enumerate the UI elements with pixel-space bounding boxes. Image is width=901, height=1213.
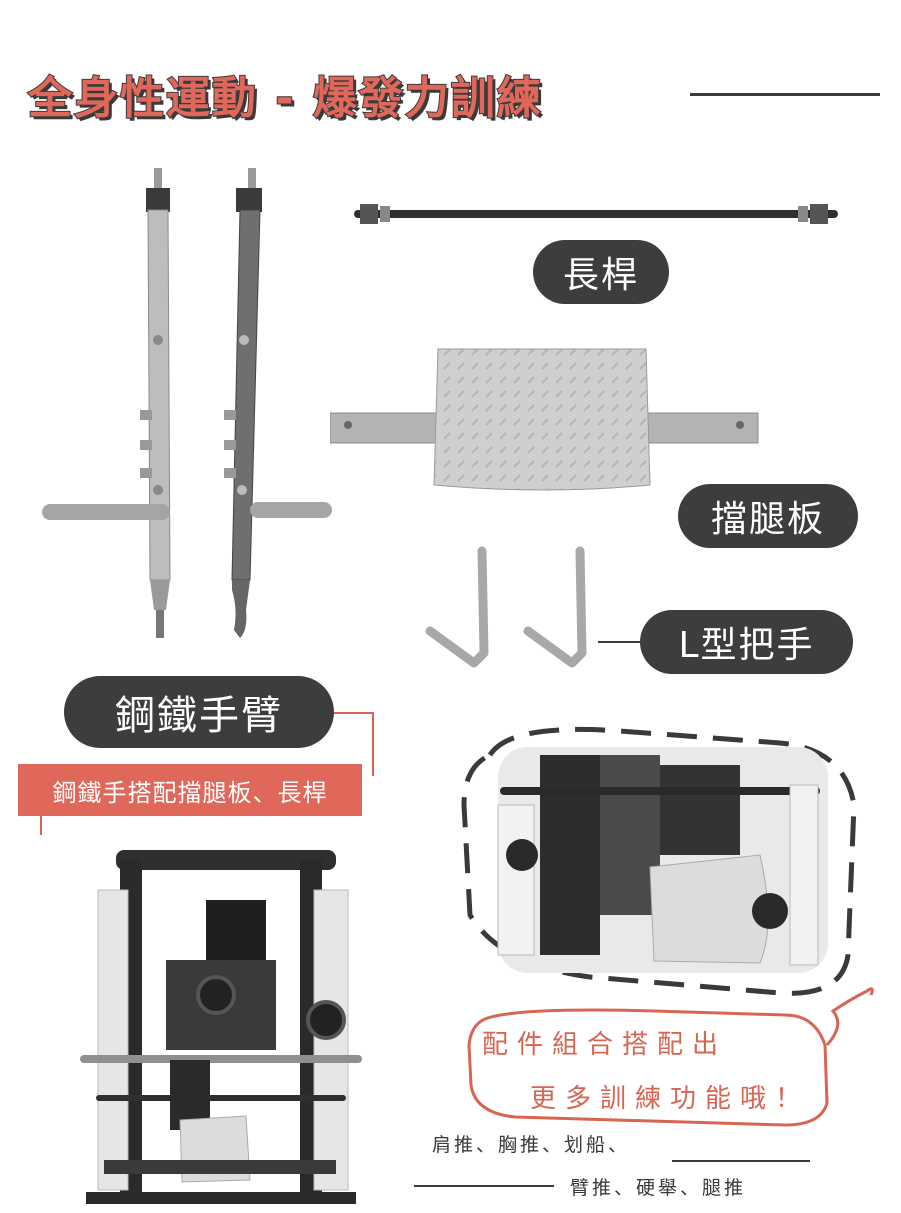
l-handles-image xyxy=(425,546,587,668)
exercise-list-line-1: 肩推、胸推、划船、 xyxy=(432,1134,631,1156)
long-rod-image xyxy=(354,204,838,224)
callout-line-1: 配件組合搭配出 xyxy=(482,1030,728,1060)
label-long-rod: 長桿 xyxy=(533,240,669,304)
label-leg-pad: 擋腿板 xyxy=(678,484,858,548)
steel-arm-banner: 鋼鐵手搭配擋腿板、長桿 xyxy=(18,764,362,816)
exercise-list-line-2: 臂推、硬舉、腿推 xyxy=(570,1177,747,1199)
callout-line-2: 更多訓練功能哦！ xyxy=(530,1084,811,1114)
label-l-handle: L型把手 xyxy=(640,610,853,674)
page-title: 全身性運動 - 爆發力訓練 xyxy=(27,72,543,125)
leg-pad-image xyxy=(330,348,759,491)
steel-arms-image xyxy=(42,168,332,638)
notes-rule-2 xyxy=(414,1185,554,1187)
label-steel-arm: 鋼鐵手臂 xyxy=(64,676,334,748)
detail-frame xyxy=(461,726,857,996)
title-divider xyxy=(690,93,880,96)
banner-tick-line xyxy=(40,815,42,835)
callout-bubble xyxy=(467,987,874,1127)
l-handle-pointer-line xyxy=(598,641,642,643)
notes-rule-1 xyxy=(672,1160,810,1162)
steel-arm-bracket-line xyxy=(334,712,374,776)
machine-image xyxy=(80,850,362,1204)
